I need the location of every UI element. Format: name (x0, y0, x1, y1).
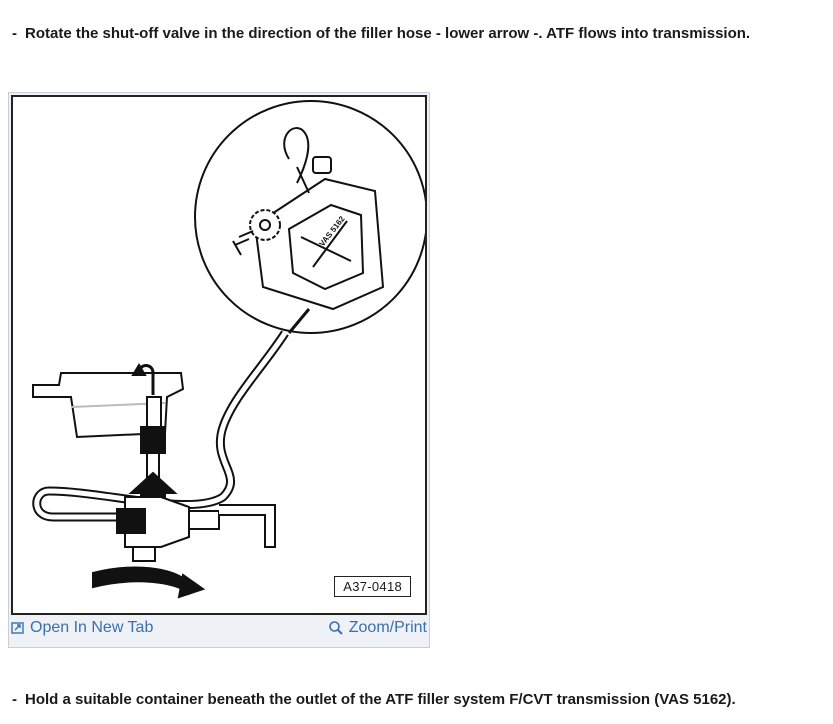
figure-container: VAS 5162 A37-0418 Open In New Tab Zoom/P… (8, 92, 430, 648)
step-bullet: - (12, 25, 17, 42)
figure-id-label: A37-0418 (334, 576, 411, 597)
atf-filler-diagram: VAS 5162 (32, 100, 425, 599)
detail-circle (194, 100, 425, 334)
lower-arrow (92, 566, 190, 595)
zoom-print-link[interactable]: Zoom/Print (328, 619, 427, 637)
fill-adapter (140, 426, 166, 454)
magnifier-icon (328, 621, 343, 635)
figure-links-bar: Open In New Tab Zoom/Print (11, 615, 427, 641)
canister-cap (312, 156, 332, 174)
step-instruction-container: -Hold a suitable container beneath the o… (12, 690, 736, 710)
step-text: Hold a suitable container beneath the ou… (25, 691, 736, 708)
valve-knob (249, 209, 281, 241)
open-in-new-tab-link[interactable]: Open In New Tab (11, 619, 153, 637)
figure-illustration[interactable]: VAS 5162 A37-0418 (11, 95, 427, 615)
zoom-print-label: Zoom/Print (348, 619, 427, 636)
step-instruction-rotate: -Rotate the shut-off valve in the direct… (12, 24, 750, 44)
open-in-new-tab-label: Open In New Tab (30, 619, 154, 636)
canister-handle (283, 127, 310, 184)
open-tab-icon (11, 622, 24, 634)
step-text: Rotate the shut-off valve in the directi… (25, 25, 751, 42)
step-bullet: - (12, 691, 17, 708)
